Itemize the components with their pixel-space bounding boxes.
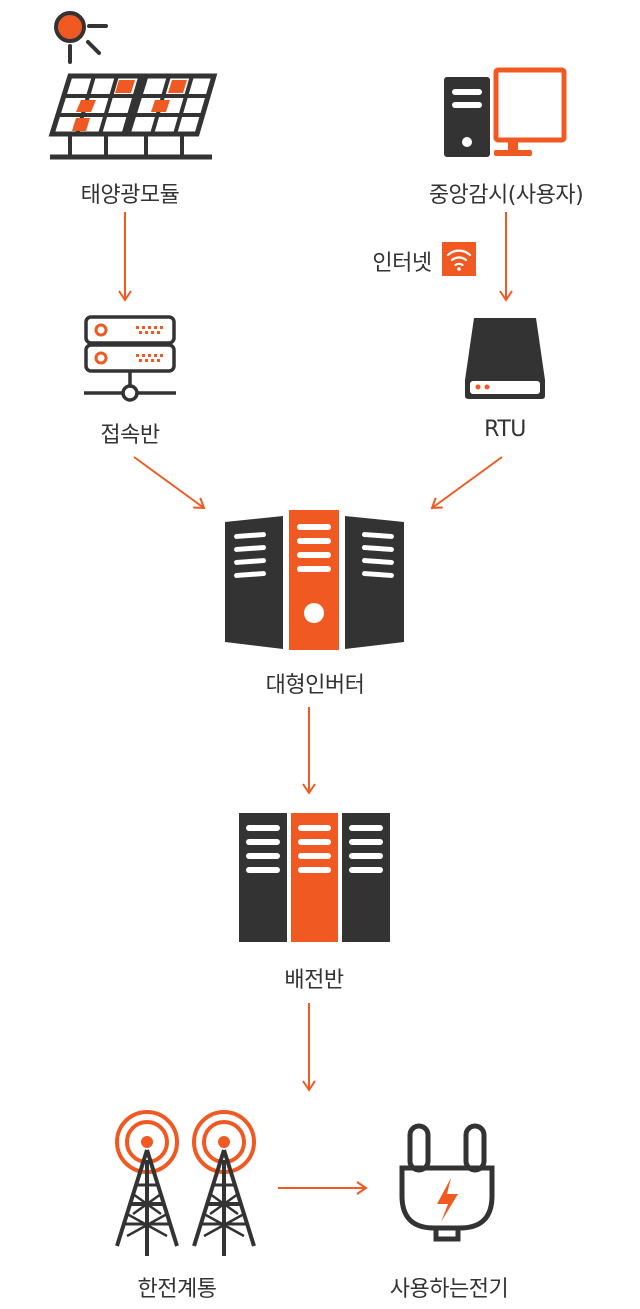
internet-label: 인터넷 <box>372 251 432 276</box>
wifi-icon <box>442 242 476 276</box>
arrow-rtu-to-inverter <box>430 456 503 510</box>
inverter-label: 대형인버터 <box>265 673 365 698</box>
server-rack-icon <box>225 510 404 650</box>
flow-arrows <box>118 212 513 1195</box>
switchboard-label: 배전반 <box>284 968 344 993</box>
solar-module-label: 태양광모듈 <box>80 183 180 208</box>
junction-box-label: 접속반 <box>100 423 160 448</box>
power-plug-icon <box>399 1123 495 1242</box>
desktop-computer-icon <box>444 67 567 157</box>
transmission-tower-icon <box>115 1110 256 1256</box>
switchboard-icon <box>239 813 390 942</box>
rtu-label: RTU <box>484 417 526 442</box>
consumer-electricity-label: 사용하는전기 <box>389 1277 509 1302</box>
power-grid-label: 한전계통 <box>137 1277 217 1302</box>
central-monitoring-label: 중앙감시(사용자) <box>428 183 584 208</box>
arrow-junction-to-inverter <box>133 456 206 510</box>
server-box-icon <box>84 315 176 402</box>
hard-drive-icon <box>465 318 545 399</box>
solar-panel-icon <box>48 11 218 160</box>
